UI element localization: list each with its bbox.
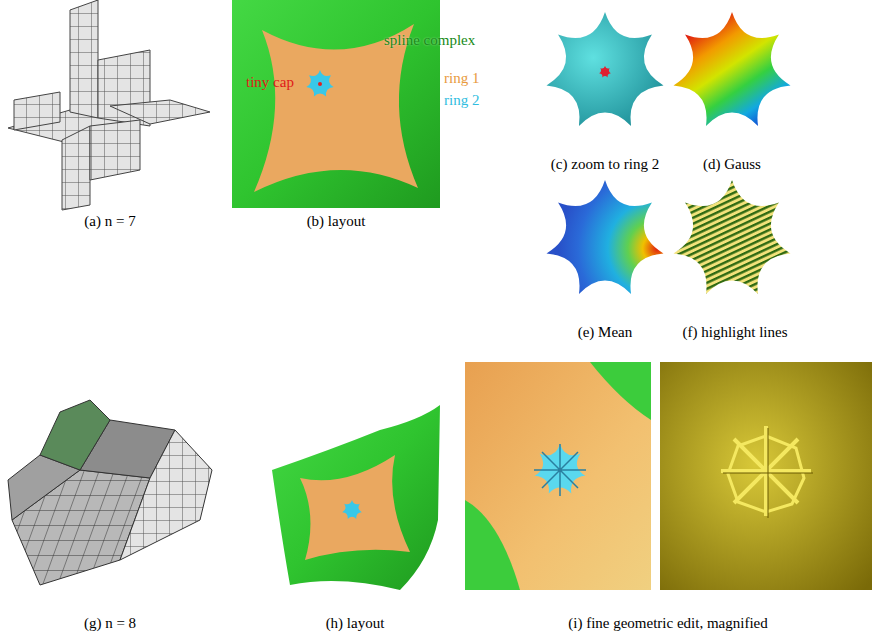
snowflake-shadow xyxy=(723,428,813,518)
region-label: tiny cap xyxy=(246,73,294,91)
mesh-patch xyxy=(120,430,212,560)
mesh-patch xyxy=(70,0,98,118)
tiny-cap xyxy=(318,82,322,86)
ring2-region xyxy=(342,500,362,519)
layout-n7 xyxy=(232,0,440,208)
region-label: ring 2 xyxy=(444,91,479,109)
snowflake-ridge xyxy=(728,436,804,512)
mesh-patch xyxy=(14,92,60,130)
subfigure-caption: (h) layout xyxy=(326,614,385,632)
spline-complex-region xyxy=(465,500,520,590)
tiny-cap xyxy=(599,66,611,77)
zoom-ring2 xyxy=(547,12,664,126)
mean-curvature-star xyxy=(547,180,664,294)
spline-complex-region xyxy=(590,362,651,420)
mesh-patch xyxy=(62,126,90,210)
mesh-patch xyxy=(90,120,140,180)
subfigure-caption: (a) n = 7 xyxy=(84,212,135,230)
snowflake-ridge xyxy=(721,426,811,516)
ring1-region xyxy=(300,455,410,560)
ring1-region xyxy=(254,24,418,192)
subfigure-caption: (i) fine geometric edit, magnified xyxy=(568,614,768,632)
region-label: spline complex xyxy=(384,31,475,49)
subfigure-caption: (d) Gauss xyxy=(703,155,761,173)
subfigure-caption: (g) n = 8 xyxy=(84,614,136,632)
subfigure-caption: (b) layout xyxy=(307,212,366,230)
spline-complex-region xyxy=(272,405,440,590)
edit-color xyxy=(465,362,651,590)
subfigure-caption: (e) Mean xyxy=(578,323,633,341)
subfigure-caption: (c) zoom to ring 2 xyxy=(551,155,659,173)
ring2-region xyxy=(306,70,333,97)
edit-shaded xyxy=(660,362,872,590)
layout-n8 xyxy=(272,405,440,590)
mesh-n8 xyxy=(8,400,212,585)
region-label: ring 1 xyxy=(444,69,479,87)
mesh-n7 xyxy=(8,0,210,210)
shaded-surface xyxy=(660,362,872,590)
mesh-patch xyxy=(40,400,110,470)
highlight-lines-star xyxy=(674,180,791,294)
ring1-region xyxy=(465,362,651,590)
subfigure-caption: (f) highlight lines xyxy=(683,323,788,341)
gauss-curvature-star xyxy=(674,12,791,126)
mesh-patch xyxy=(110,100,210,124)
snowflake-edit xyxy=(534,444,586,496)
ring2-patch xyxy=(547,12,664,126)
spline-complex-region xyxy=(232,0,440,208)
